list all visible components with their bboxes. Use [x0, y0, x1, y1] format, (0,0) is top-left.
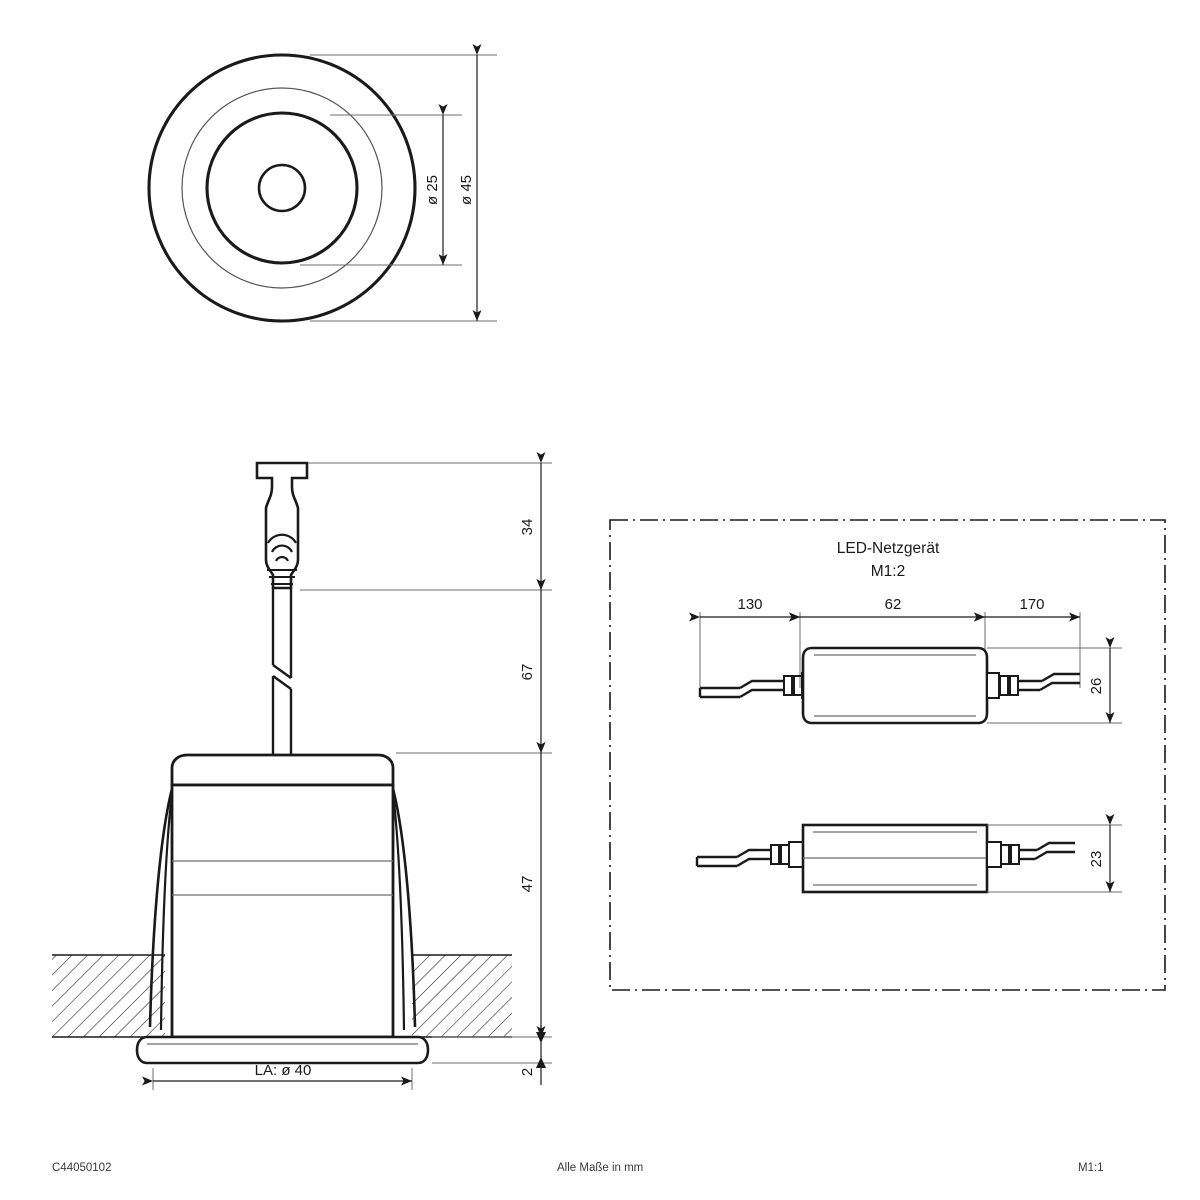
spring-clip-right-outer [390, 784, 417, 1028]
connector-plug [255, 461, 309, 590]
dim-label-2: 2 [519, 1068, 536, 1076]
driver-panel-border [609, 519, 1166, 991]
lower-left-connector-rib-2 [780, 844, 790, 865]
title-block-footer: C44050102 Alle Maße in mm M1:1 [0, 1140, 1200, 1200]
upper-right-connector-collar [986, 672, 1000, 699]
dim-label-26: 26 [1088, 678, 1105, 695]
ceiling-hatch-right [412, 955, 512, 1037]
upper-cable-break-bottom [739, 688, 762, 699]
cable-break-upper [272, 664, 292, 679]
lower-right-connector-rib-1 [1000, 844, 1010, 865]
lower-right-connector-collar [986, 841, 1002, 868]
luminaire-housing [135, 753, 430, 1065]
dim-arrow-2-top [536, 1032, 546, 1043]
dim-arrow-2-bottom [536, 1057, 546, 1068]
dim-label-67: 67 [519, 664, 536, 681]
driver-upper-view: 26 [698, 637, 1122, 725]
dim-label-d25: ø 25 [424, 175, 441, 205]
inner-ring-circle [181, 87, 383, 289]
outer-rim-circle [147, 53, 417, 323]
housing-body [170, 783, 395, 1039]
dim-label-130: 130 [737, 596, 762, 613]
dim-label-47: 47 [519, 876, 536, 893]
dim-label-34: 34 [519, 519, 536, 536]
lower-left-connector-rib-1 [770, 844, 780, 865]
lower-cable-break-top [736, 848, 757, 859]
spring-clips [148, 784, 417, 1031]
top-view: ø 25 ø 45 [147, 44, 497, 323]
spring-clip-left-inner [159, 784, 175, 1031]
upper-left-connector-rib-1 [783, 675, 793, 696]
cable-break-lower [272, 675, 292, 690]
lower-cable-right-break-bottom [1034, 850, 1075, 861]
dim-label-62: 62 [885, 596, 902, 613]
driver-panel-scale: M1:2 [871, 563, 905, 580]
dim-label-23: 23 [1088, 851, 1105, 868]
upper-right-connector-rib-1 [999, 675, 1009, 696]
housing-top-cap [170, 753, 395, 787]
article-number: C44050102 [52, 1162, 112, 1174]
wireless-arc-middle-icon [271, 544, 293, 553]
dim-label-d45: ø 45 [458, 175, 475, 205]
upper-right-connector-rib-2 [1009, 675, 1019, 696]
section-view: 34 67 47 2 LA: ø 40 [52, 452, 552, 1090]
dim-label-la: LA: ø 40 [255, 1062, 312, 1079]
lower-right-connector-rib-2 [1010, 844, 1020, 865]
led-driver-panel: LED-Netzgerät M1:2 130 62 170 [609, 519, 1166, 991]
wireless-arc-inner-icon [274, 555, 290, 562]
lens-circle [205, 111, 359, 265]
upper-cable-right-break-top [1041, 672, 1080, 683]
upper-cable-right-break-bottom [1039, 681, 1080, 692]
vertical-dimension-chain: 34 67 47 2 [300, 452, 552, 1085]
ceiling-hatch-left [52, 955, 165, 1037]
wireless-arc-outer-icon [267, 533, 297, 544]
dim-label-170: 170 [1019, 596, 1044, 613]
center-hole-circle [257, 163, 307, 213]
supply-cable [271, 588, 293, 760]
upper-left-connector-rib-2 [793, 675, 803, 696]
spring-clip-right-inner [390, 784, 406, 1031]
ceiling-material [52, 954, 512, 1038]
lower-cable-right-break-top [1036, 841, 1075, 852]
sheet-scale: M1:1 [1078, 1162, 1104, 1174]
spring-clip-left-outer [148, 784, 175, 1028]
driver-lower-view: 23 [695, 814, 1122, 894]
la-dimension: LA: ø 40 [142, 1062, 413, 1090]
upper-cable-break-top [739, 679, 760, 690]
lower-cable-break-bottom [736, 857, 759, 868]
upper-driver-housing [801, 646, 989, 725]
driver-panel-title: LED-Netzgerät [837, 540, 940, 557]
units-note: Alle Maße in mm [557, 1162, 644, 1174]
trim-flange [135, 1035, 430, 1065]
lower-left-connector-collar [788, 841, 804, 868]
